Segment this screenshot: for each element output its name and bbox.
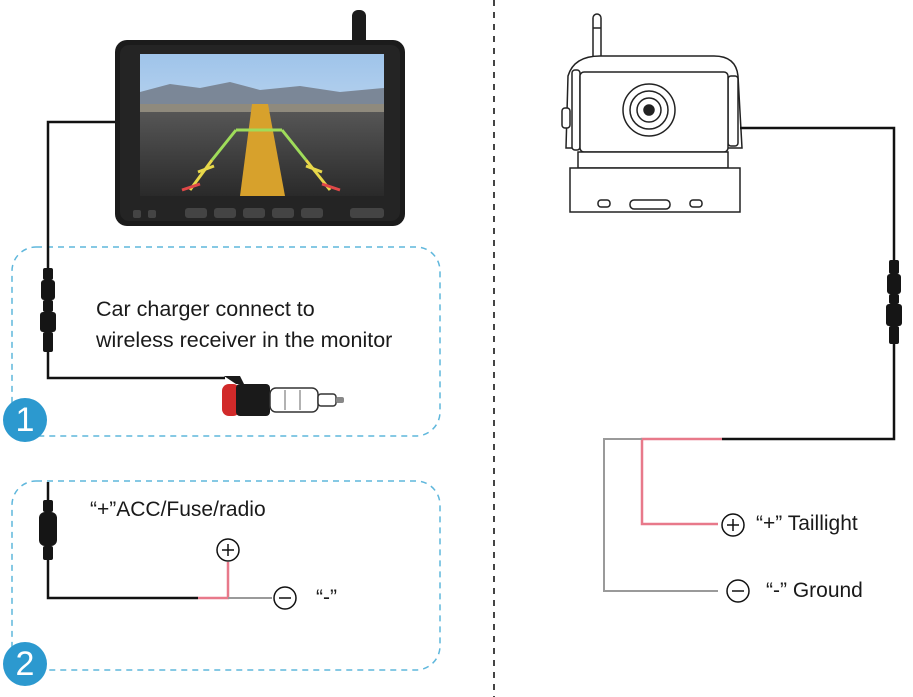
acc-wire-black [46, 560, 198, 600]
taillight-wire [640, 437, 722, 526]
section1-box [11, 246, 441, 437]
camera-cable [740, 126, 896, 262]
section2-box [11, 480, 441, 671]
monitor-cable [46, 120, 115, 270]
acc-minus-icon [273, 586, 297, 610]
taillight-plus-icon [721, 513, 745, 537]
step-1-badge: 1 [3, 398, 47, 442]
monitor [115, 10, 405, 226]
acc-minus-label: “-” [316, 586, 337, 609]
monitor-screen [140, 54, 384, 196]
acc-plus-icon [216, 538, 240, 562]
car-charger-plug [222, 376, 344, 416]
backup-camera [561, 13, 743, 213]
taillight-label: “+” Taillight [756, 512, 858, 535]
ground-minus-icon [726, 579, 750, 603]
acc-plus-label: “+”ACC/Fuse/radio [90, 498, 266, 521]
ground-label: “-” Ground [766, 579, 863, 602]
inline-connector-right [886, 260, 902, 344]
ground-wire [603, 438, 718, 592]
step-2-badge: 2 [3, 642, 47, 686]
charger-caption-line1: Car charger connect to [96, 297, 315, 321]
inline-connector-left [40, 268, 56, 352]
charger-caption-line2: wireless receiver in the monitor [96, 328, 393, 352]
fuse-holder [39, 500, 57, 560]
acc-wire-red [198, 562, 230, 600]
